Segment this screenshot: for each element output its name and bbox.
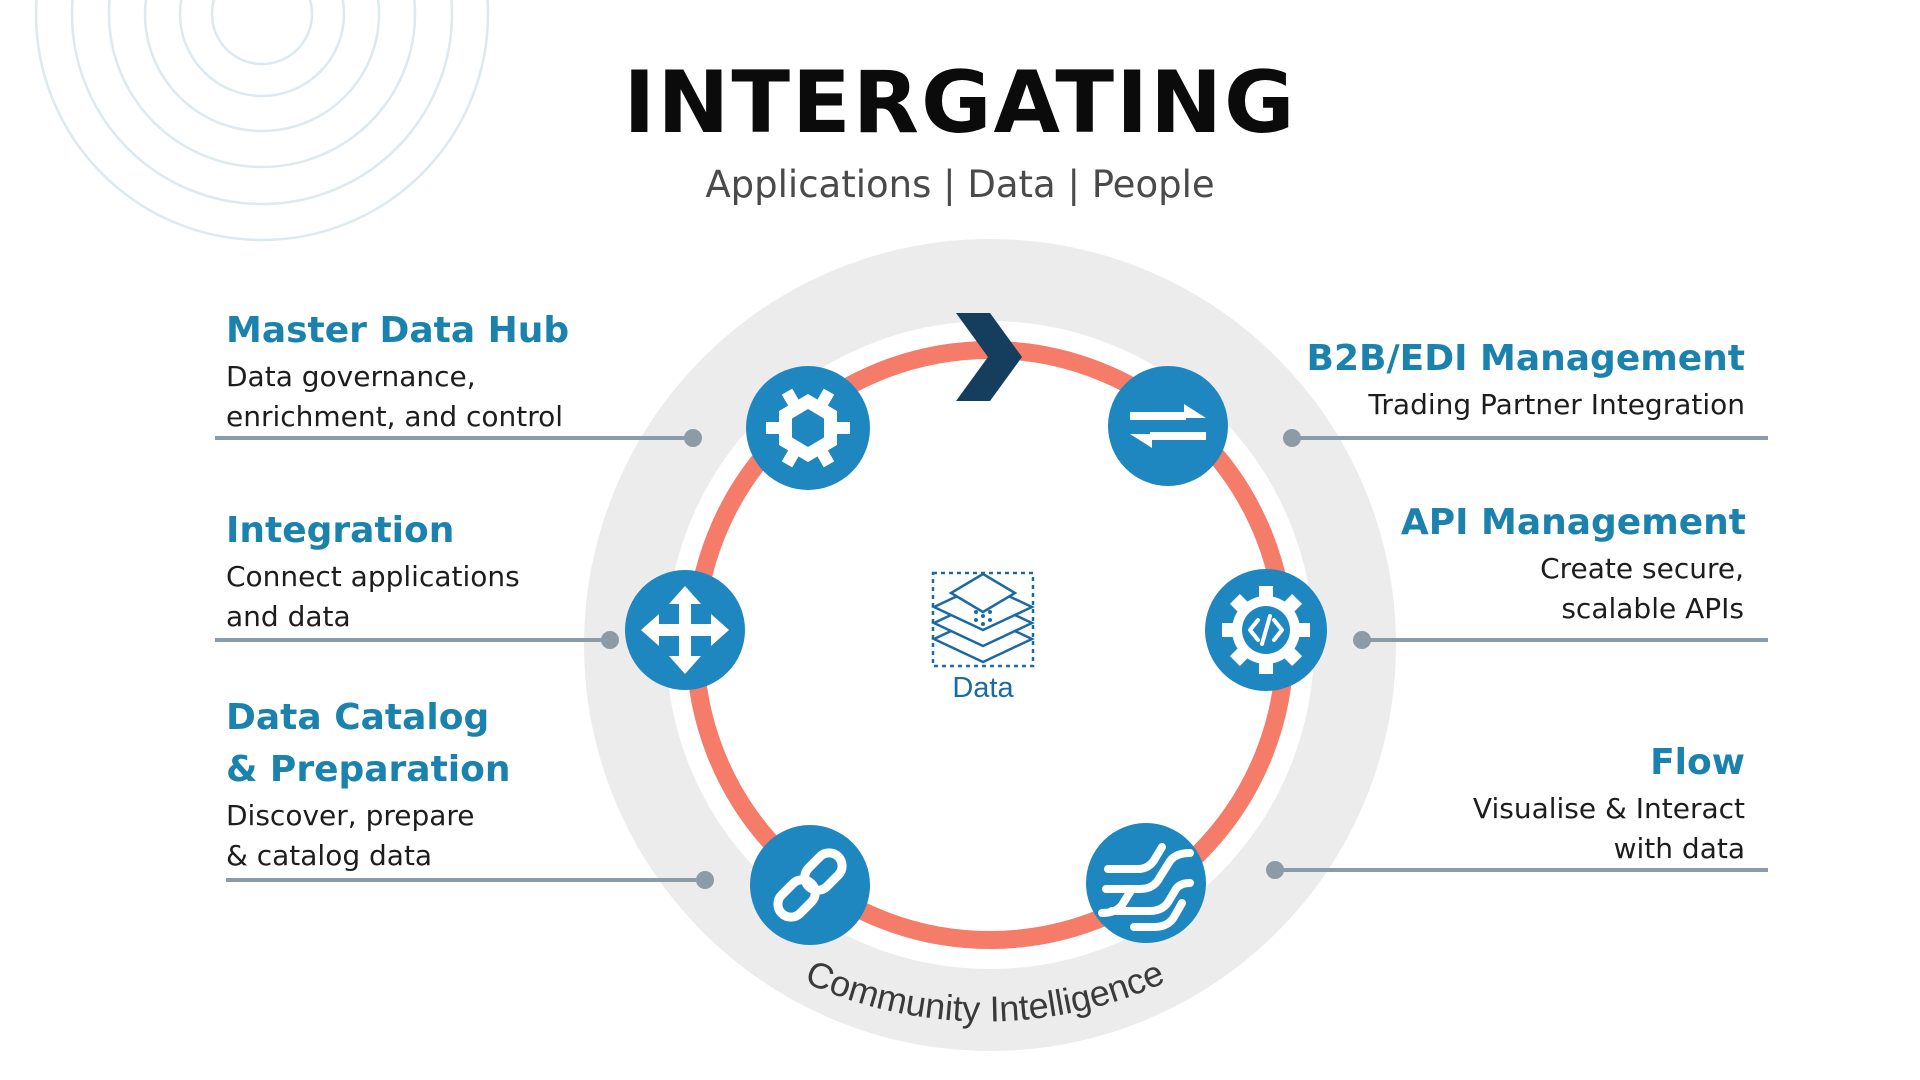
api-management-desc-line-2: scalable APIs bbox=[1561, 592, 1744, 625]
exchange-arrows-icon bbox=[1130, 404, 1206, 448]
b2b-edi-title: B2B/EDI Management bbox=[1306, 338, 1745, 379]
data-catalog-desc-line-1: Discover, prepare bbox=[226, 799, 475, 832]
master-data-hub-label: Master Data Hub Data governance, enrichm… bbox=[226, 305, 569, 437]
data-catalog-desc-line-2: & catalog data bbox=[226, 839, 433, 872]
b2b-edi-node bbox=[1108, 366, 1228, 486]
decorative-concentric-circles bbox=[34, 0, 490, 242]
flow-label: Flow Visualise & Interact with data bbox=[1473, 737, 1745, 869]
data-catalog-title-line-2: & Preparation bbox=[226, 749, 511, 790]
integration-node bbox=[625, 570, 745, 690]
flow-desc-line-1: Visualise & Interact bbox=[1472, 792, 1745, 825]
page-title: INTERGATING bbox=[623, 53, 1297, 153]
data-catalog-title-line-1: Data Catalog bbox=[226, 697, 490, 738]
master-data-hub-title: Master Data Hub bbox=[226, 310, 570, 351]
master-data-hub-desc-line-1: Data governance, bbox=[226, 360, 476, 393]
api-management-label: API Management Create secure, scalable A… bbox=[1401, 497, 1746, 629]
flow-waves-icon bbox=[1098, 843, 1194, 931]
integration-label: Integration Connect applications and dat… bbox=[226, 505, 520, 637]
api-management-node bbox=[1205, 569, 1327, 691]
data-catalog-label: Data Catalog & Preparation Discover, pre… bbox=[226, 692, 511, 876]
api-management-desc-line-1: Create secure, bbox=[1540, 552, 1744, 585]
flow-title: Flow bbox=[1650, 742, 1745, 783]
integration-desc-line-1: Connect applications bbox=[226, 560, 520, 593]
flow-node bbox=[1086, 823, 1206, 943]
connector-lines bbox=[215, 429, 1768, 889]
center-data-label: Data bbox=[952, 672, 1014, 704]
master-data-hub-node bbox=[746, 366, 870, 490]
stacked-layers-icon bbox=[931, 571, 1035, 668]
flow-desc-line-2: with data bbox=[1613, 832, 1745, 865]
api-management-title: API Management bbox=[1400, 502, 1746, 543]
page-subtitle: Applications | Data | People bbox=[705, 163, 1215, 206]
chain-link-icon bbox=[773, 848, 847, 922]
b2b-edi-label: B2B/EDI Management Trading Partner Integ… bbox=[1307, 333, 1745, 425]
master-data-hub-desc-line-2: enrichment, and control bbox=[226, 400, 564, 433]
chevron-arrow-icon bbox=[956, 313, 1022, 401]
b2b-edi-desc-line-1: Trading Partner Integration bbox=[1368, 388, 1745, 421]
data-catalog-node bbox=[750, 825, 870, 945]
four-way-arrows-icon bbox=[641, 586, 729, 674]
integration-title: Integration bbox=[226, 510, 455, 551]
integration-desc-line-2: and data bbox=[226, 600, 351, 633]
